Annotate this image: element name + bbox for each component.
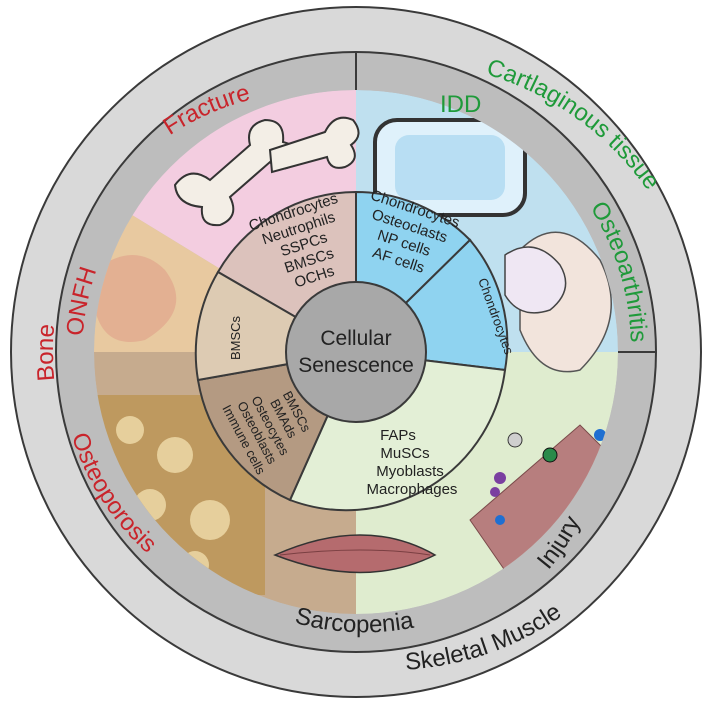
muscle-cell-0: FAPs bbox=[380, 427, 416, 444]
bone-illustration bbox=[173, 116, 360, 227]
muscle-cell-3: Macrophages bbox=[367, 481, 458, 498]
muscle-cells-list: FAPs MuSCs Myoblasts Macrophages bbox=[367, 427, 458, 498]
muscle-cell-2: Myoblasts bbox=[376, 463, 444, 480]
muscle-injury-illustration bbox=[469, 424, 618, 586]
disc-illustration bbox=[373, 118, 527, 217]
center-line1: Cellular bbox=[320, 327, 391, 350]
knee-joint-illustration bbox=[504, 231, 612, 373]
center-line2: Senescence bbox=[298, 354, 414, 377]
outer-label-bone: Bone bbox=[32, 323, 60, 382]
center-circle bbox=[285, 281, 427, 423]
muscle-illustration bbox=[273, 534, 437, 574]
muscle-cell-1: MuSCs bbox=[380, 445, 429, 462]
onfh-cell-0: BMSCs bbox=[228, 315, 243, 360]
disease-label-idd: IDD bbox=[440, 91, 481, 118]
necrotic-bone-illustration bbox=[95, 255, 177, 342]
